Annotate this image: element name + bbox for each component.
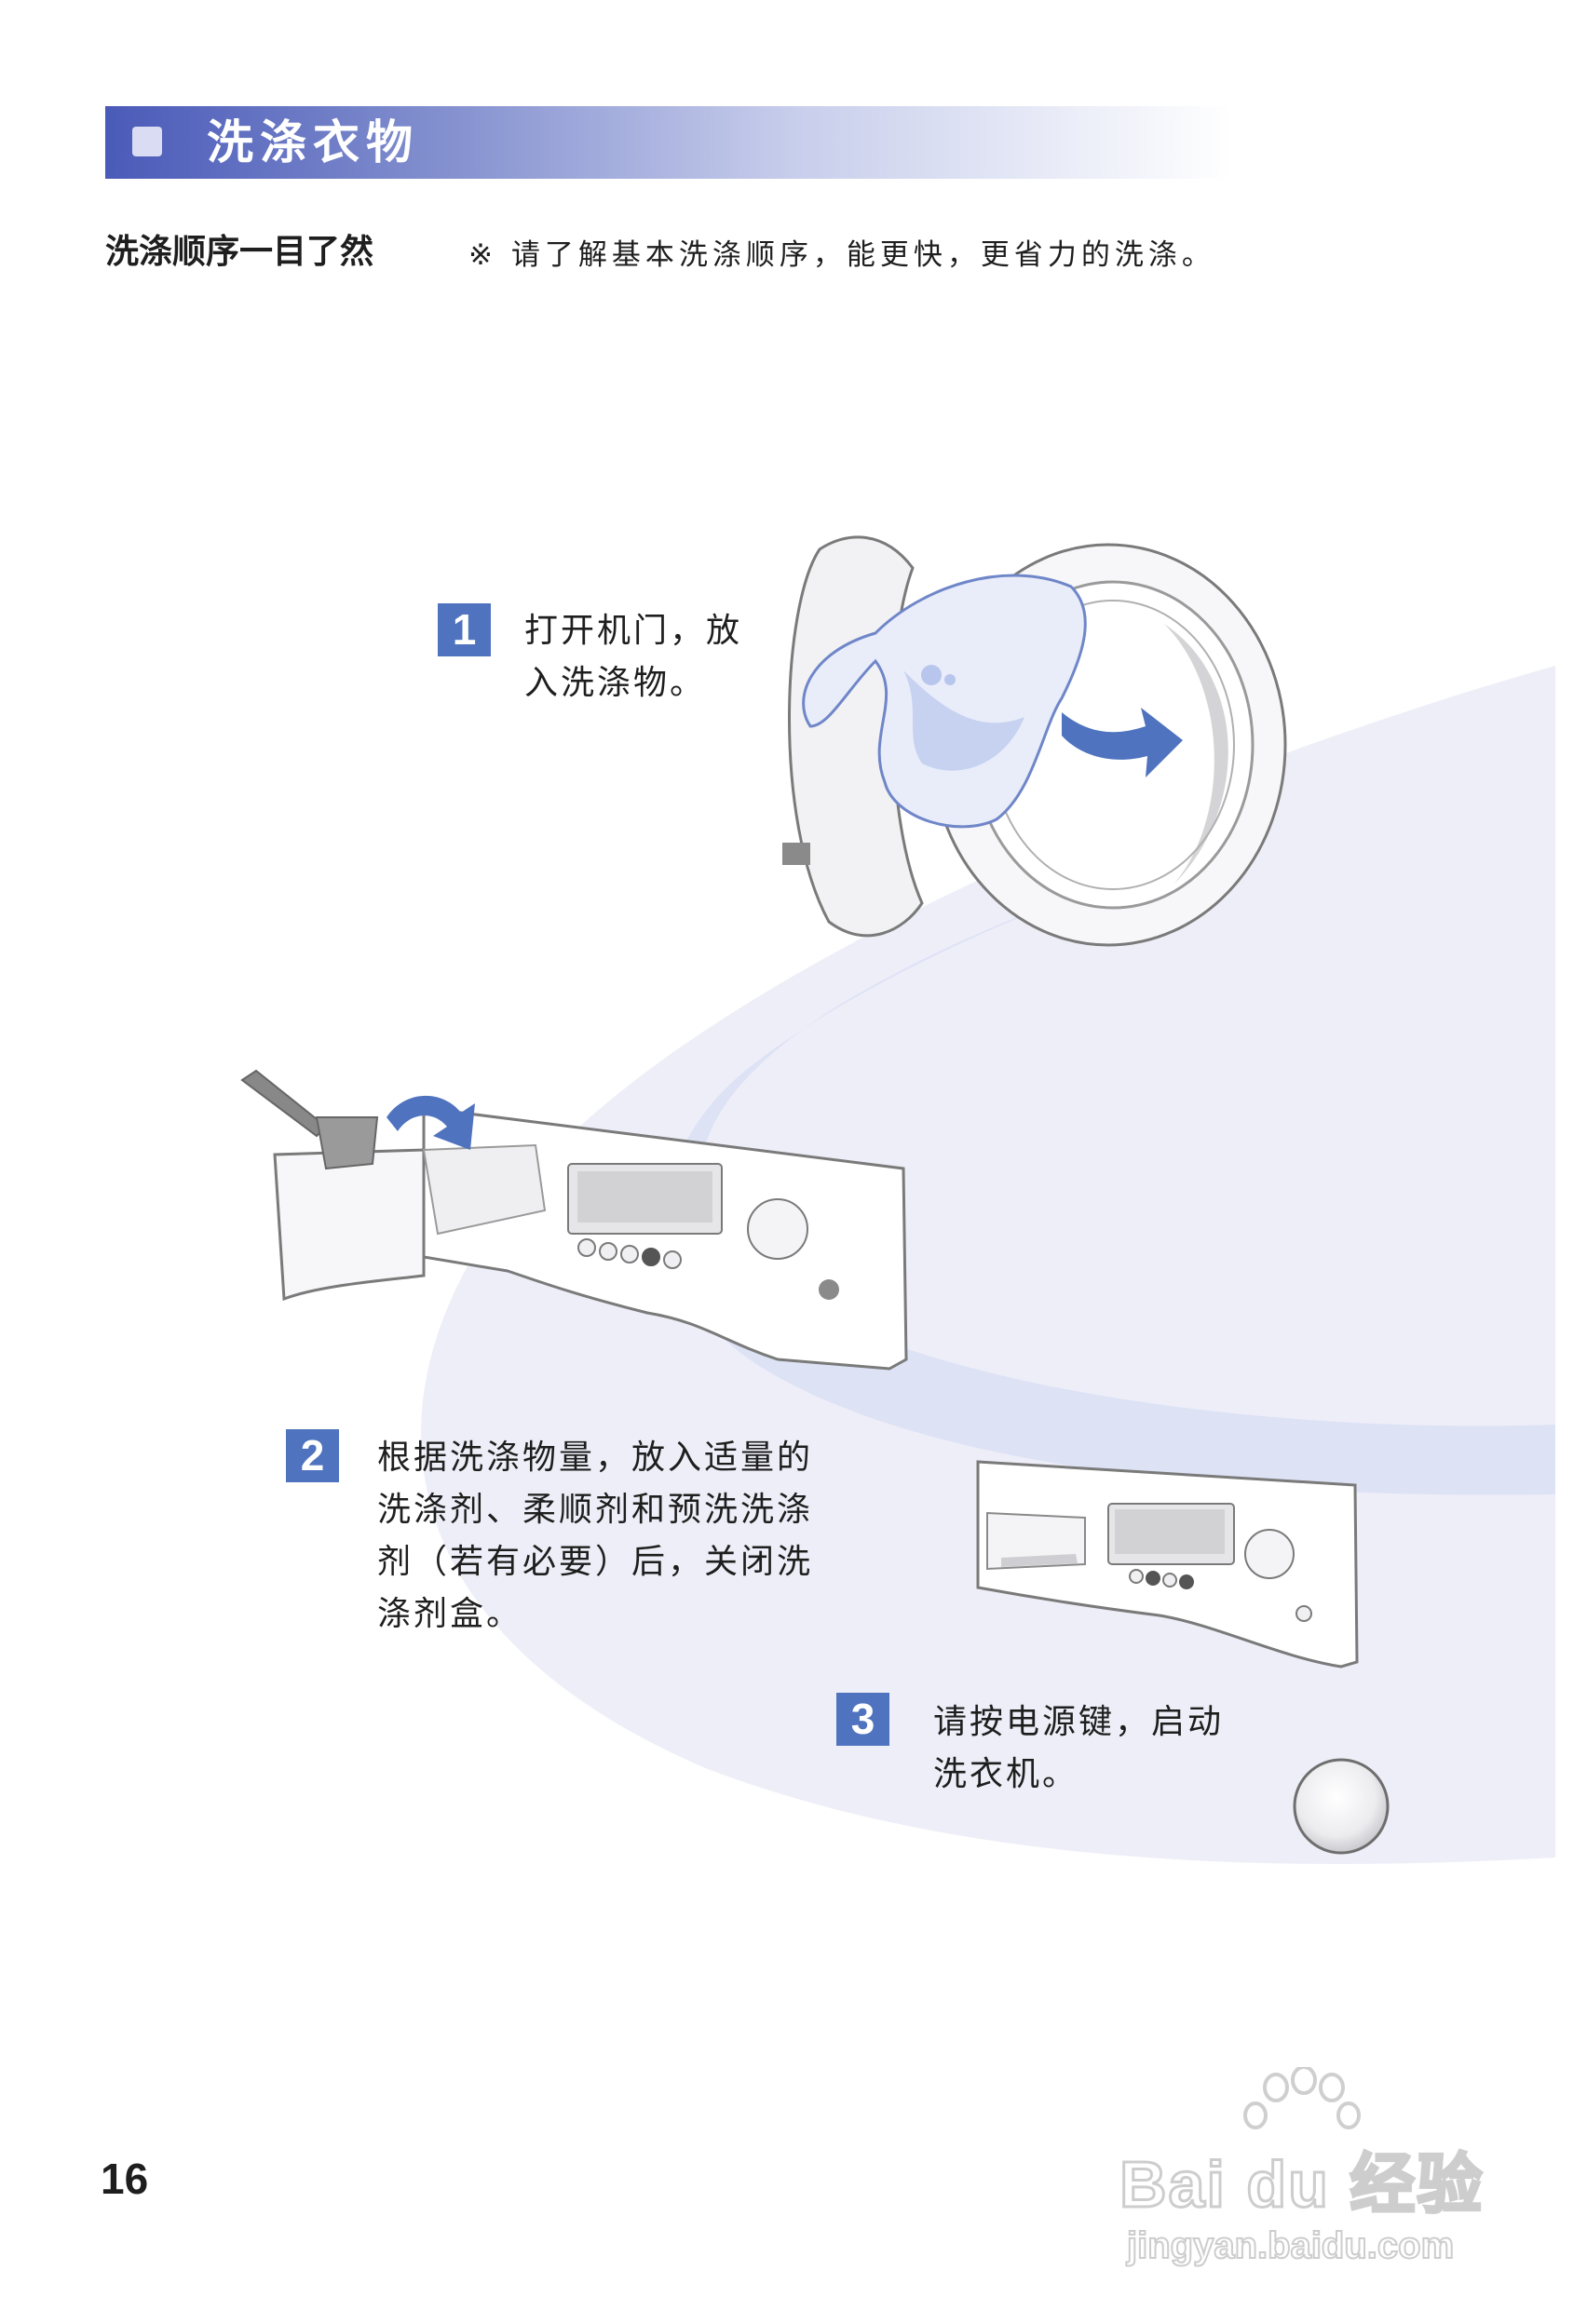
step-2-text: 根据洗涤物量，放入适量的 洗涤剂、柔顺剂和预洗洗涤 剂（若有必要）后，关闭洗 涤… — [377, 1432, 813, 1641]
step-3-text: 请按电源键，启动 洗衣机。 — [933, 1696, 1224, 1801]
step-2-line-4: 涤剂盒。 — [377, 1595, 523, 1633]
step-2-line-3: 剂（若有必要）后，关闭洗 — [377, 1543, 814, 1581]
section-title: 洗涤衣物 — [207, 115, 419, 169]
washer-door-illustration — [782, 535, 1287, 947]
step-2-line-2: 洗涤剂、柔顺剂和预洗洗涤 — [377, 1491, 814, 1529]
step-3-line-2: 洗衣机。 — [933, 1755, 1079, 1793]
step-1-text: 打开机门，放 入洗涤物。 — [524, 605, 742, 709]
step-3-badge: 3 — [836, 1693, 889, 1746]
step-1-line-1: 打开机门，放 — [524, 612, 743, 650]
step-1-line-2: 入洗涤物。 — [524, 664, 707, 702]
step-1-badge: 1 — [438, 603, 491, 656]
section-header-bar — [105, 106, 1232, 179]
detergent-drawer-illustration — [240, 1069, 908, 1371]
power-button-icon — [1293, 1758, 1390, 1855]
header-square-icon — [132, 127, 162, 156]
step-2-badge: 2 — [286, 1429, 339, 1482]
baidu-paw-logo — [1243, 2067, 1361, 2129]
baidu-watermark: Bai du 经验 jingyan.baidu.com — [1108, 2067, 1490, 2290]
step-2-line-1: 根据洗涤物量，放入适量的 — [377, 1439, 814, 1477]
watermark-brand: Bai du 经验 — [1118, 2147, 1485, 2223]
watermark-url: jingyan.baidu.com — [1126, 2224, 1455, 2267]
procedure-subtitle: 洗涤顺序一目了然 — [105, 233, 374, 271]
step-3-line-1: 请按电源键，启动 — [933, 1703, 1225, 1741]
page-number: 16 — [101, 2155, 149, 2203]
procedure-note: ※ 请了解基本洗涤顺序，能更快，更省力的洗涤。 — [468, 238, 1215, 272]
control-panel-illustration — [976, 1460, 1359, 1669]
